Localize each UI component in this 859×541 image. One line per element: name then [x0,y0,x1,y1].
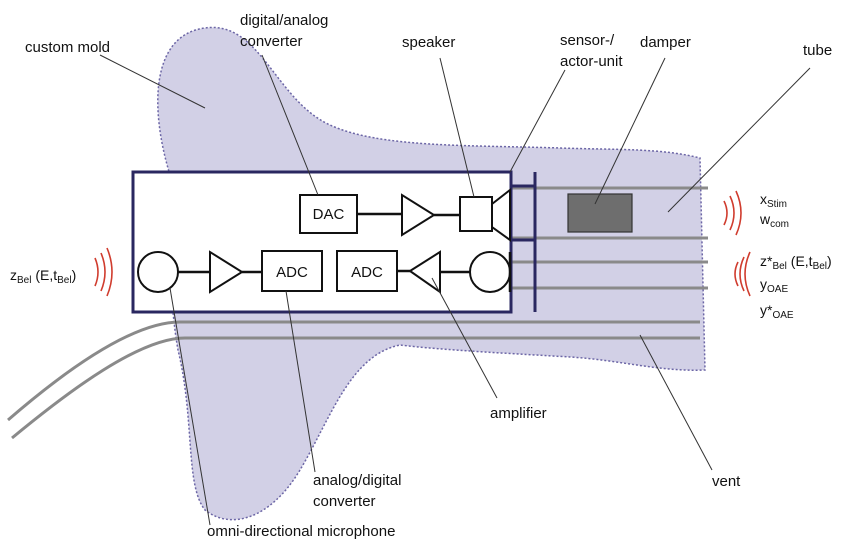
label-adc-line1: analog/digital [313,472,401,489]
signal-z-star-bel: z*Bel (E,tBel) [760,253,832,272]
leader-damper [594,57,666,205]
speaker-cone [491,187,511,242]
label-vent: vent [712,473,741,490]
label-sensor-unit-line2: actor-unit [560,53,623,70]
adc-right-label: ADC [351,264,383,281]
sound-wave-response [734,251,751,297]
output-amplifier-triangle [401,193,436,237]
leader-adc [285,290,316,473]
signal-y-oae: yOAE [760,276,788,295]
leader-vent [639,334,713,471]
signal-x-stim: xStim [760,191,787,210]
omni-microphone-circle [137,251,179,293]
label-dac-line1: digital/analog [240,12,328,29]
leader-sensor-unit [509,69,566,173]
adc-left-box [261,250,323,292]
vent-upper-wall [7,320,700,422]
damper-block [567,193,633,233]
label-tube: tube [803,42,832,59]
leader-microphone [169,287,211,526]
vent-lower-wall [11,336,700,440]
label-amplifier: amplifier [490,405,547,422]
label-adc-line2: converter [313,493,376,510]
adc-right-box [336,250,398,292]
label-damper: damper [640,34,691,51]
label-sensor-unit-line1: sensor-/ [560,32,615,49]
label-dac-line2: converter [240,33,303,50]
signal-y-star-oae: y*OAE [760,302,794,321]
leader-dac [261,54,319,196]
dac-label: DAC [313,206,345,223]
speaker-body [459,196,493,232]
leader-custom-mold [99,54,206,109]
leader-amplifier [431,277,498,399]
input-amplifier-triangle [209,250,244,294]
probe-microphone-circle [469,251,511,293]
signal-w-com: wcom [759,211,789,230]
adc-left-label: ADC [276,264,308,281]
signal-z-bel: zBel (E,tBel) [10,267,76,286]
leader-tube [667,67,811,213]
sound-wave-left [94,247,113,297]
sound-wave-stimulus [723,190,742,236]
label-speaker: speaker [402,34,455,51]
label-microphone: omni-directional microphone [207,523,395,540]
leader-speaker [439,57,475,198]
label-custom-mold: custom mold [25,39,110,56]
